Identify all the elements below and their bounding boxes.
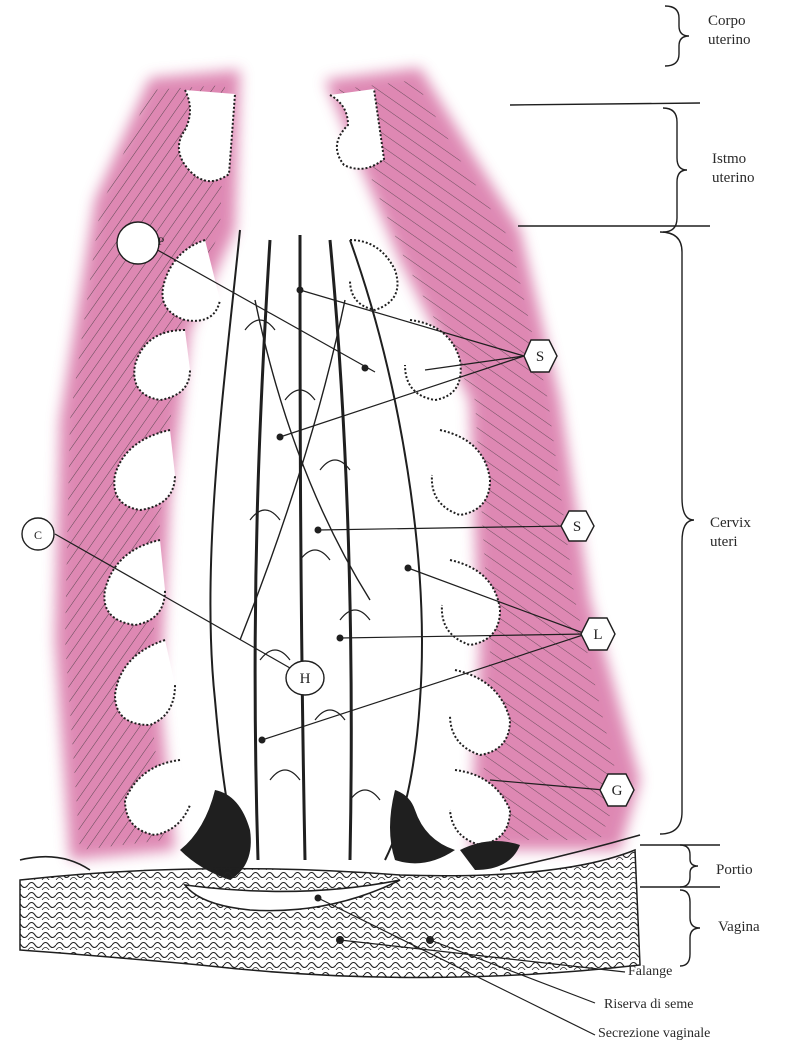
brace-istmo [663, 108, 687, 232]
marker-s-top-label: S [536, 349, 544, 365]
reservoir-left [180, 790, 251, 880]
region-cervix-line2: uteri [710, 533, 794, 552]
caption-riserva-di-seme: Riserva di seme [604, 995, 693, 1014]
region-label-istmo-uterino: Istmo uterino [712, 150, 794, 188]
mucus-cells [245, 320, 380, 800]
region-cervix-line1: Cervix [710, 514, 794, 533]
crypt-right-1 [350, 240, 398, 310]
brace-cervix [660, 232, 694, 834]
dot [315, 895, 322, 902]
dot [362, 365, 369, 372]
marker-c-label: C [34, 528, 42, 542]
caption-falange: Falange [628, 962, 672, 981]
marker-h-label: H [300, 671, 311, 687]
region-corpo-line2: uterino [708, 31, 794, 50]
dot [426, 936, 434, 944]
region-label-corpo-uterino: Corpo uterino [708, 12, 794, 50]
reservoir-right [390, 790, 455, 863]
reservoir-right-2 [460, 841, 520, 870]
dot [315, 527, 322, 534]
region-istmo-line1: Istmo [712, 150, 794, 169]
marker-s-mid-label: S [573, 519, 581, 535]
vaginal-tissue [20, 835, 640, 978]
mucus-strand-2 [300, 235, 305, 860]
brace-portio [680, 845, 698, 887]
dot [405, 565, 412, 572]
divider-corpo-istmo [510, 103, 700, 105]
dot [259, 737, 266, 744]
caption-secrezione-vaginale: Secrezione vaginale [598, 1024, 710, 1043]
region-istmo-line2: uterino [712, 169, 794, 188]
vagina-mesh [20, 850, 640, 978]
cervical-canal [210, 230, 422, 860]
region-label-cervix-uteri: Cervix uteri [710, 514, 794, 552]
region-corpo-line1: Corpo [708, 12, 794, 31]
dot [336, 936, 344, 944]
canal-wall-left [210, 230, 240, 860]
marker-g-label: G [612, 783, 623, 799]
marker-l-label: L [593, 627, 602, 643]
region-label-vagina: Vagina [718, 918, 794, 937]
marker-p-circle [117, 222, 159, 264]
dot [277, 434, 284, 441]
dot [297, 287, 304, 294]
marker-p-label: P [158, 234, 165, 248]
region-label-portio: Portio [716, 861, 794, 880]
dot [337, 635, 344, 642]
brace-vagina [680, 890, 700, 966]
brace-corpo [665, 6, 689, 66]
